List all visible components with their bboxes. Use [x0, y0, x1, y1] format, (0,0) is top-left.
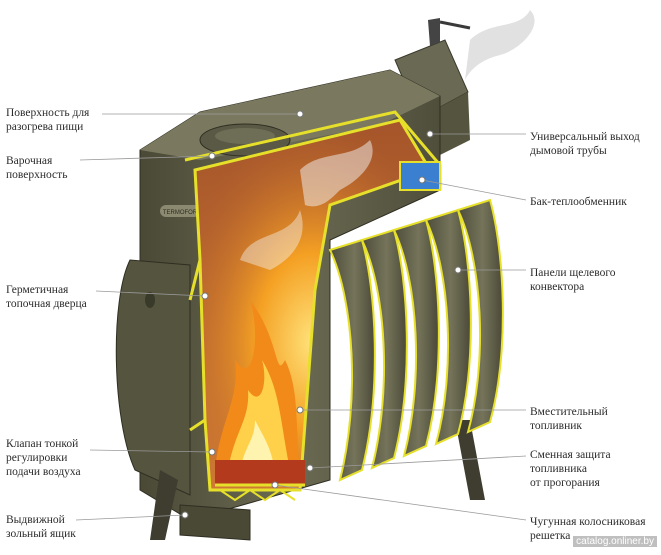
water-tank — [399, 161, 441, 191]
smoke — [240, 10, 535, 270]
label-air-valve: Клапан тонкой регулировки подачи воздуха — [6, 438, 81, 478]
leader-dot — [426, 130, 434, 138]
label-firebox: Вместительный топливник — [530, 406, 608, 432]
label-convector-panels: Панели щелевого конвектора — [530, 267, 616, 293]
leader-lines — [75, 110, 527, 521]
leader-line — [309, 455, 527, 469]
convector-panels — [328, 198, 504, 482]
brand-text: TERMOFOR — [163, 210, 198, 216]
label-food-warming-surface: Поверхность для разогрева пищи — [6, 107, 90, 133]
stove-leg-left — [150, 470, 178, 540]
convector-panel — [328, 238, 376, 482]
leader-dot — [201, 292, 209, 300]
label-firebox-protection: Сменная защита топливника от прогорания — [530, 449, 611, 489]
leader-dot — [271, 481, 279, 489]
leader-dot — [208, 152, 216, 160]
fire — [215, 300, 300, 470]
label-water-tank: Бак-теплообменник — [530, 196, 627, 208]
convector-panel — [360, 228, 408, 470]
label-cast-iron-grate: Чугунная колосниковая решетка — [530, 516, 646, 542]
stove-leg-right — [455, 420, 485, 500]
brand-plate — [160, 205, 200, 217]
leader-line — [274, 484, 527, 521]
ash-drawer — [179, 504, 251, 541]
leader-dot — [454, 266, 462, 274]
leader-dot — [181, 511, 189, 519]
leader-dot — [306, 464, 314, 472]
leader-dot — [418, 176, 426, 184]
grate — [215, 460, 305, 502]
leader-line — [75, 514, 186, 521]
leader-dot — [296, 406, 304, 414]
label-chimney-outlet: Универсальный выход дымовой трубы — [530, 131, 640, 157]
convector-panel — [456, 198, 504, 434]
leader-line — [89, 449, 213, 453]
label-sealed-firebox-door: Герметичная топочная дверца — [6, 284, 87, 310]
leader-dot — [296, 110, 304, 118]
label-ash-drawer: Выдвижной зольный ящик — [6, 514, 76, 540]
leader-line — [79, 155, 213, 161]
firebox-door — [115, 259, 191, 496]
label-cooking-surface: Варочная поверхность — [6, 155, 68, 181]
leader-line — [95, 290, 206, 297]
leader-dot — [208, 448, 216, 456]
convector-panel — [392, 218, 440, 458]
watermark: catalog.onliner.by — [573, 536, 657, 547]
leader-line — [421, 179, 527, 201]
